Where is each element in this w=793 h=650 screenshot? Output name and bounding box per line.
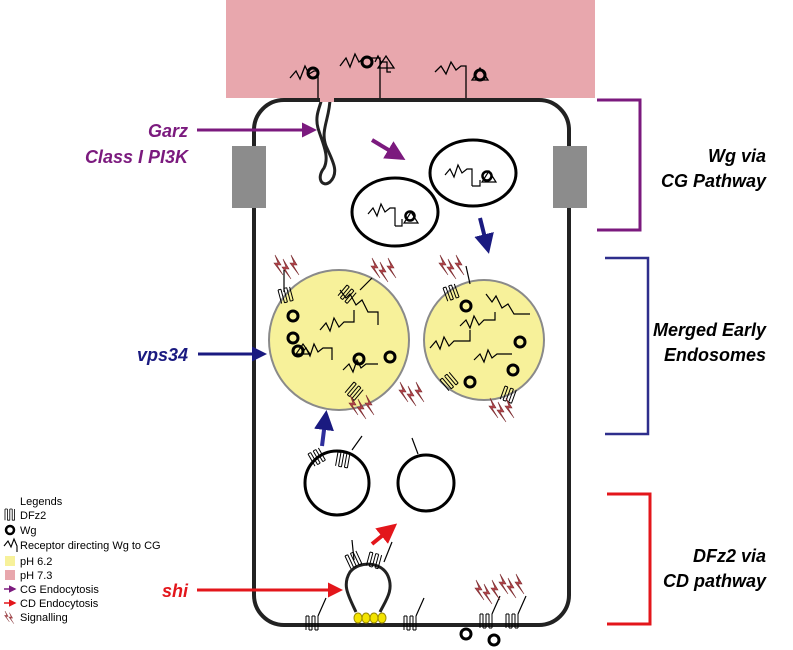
- legend-item-cg-endocytosis: CG Endocytosis: [20, 584, 99, 596]
- dfz2-pathway-label-2: CD pathway: [663, 571, 767, 591]
- cd-coated-pit: [344, 539, 393, 624]
- merged-ee-label-2: Endosomes: [664, 345, 766, 365]
- dfz2-cd-bracket: [607, 492, 652, 626]
- lightning-icon: [4, 610, 14, 624]
- cg-to-ee-arrow: [474, 217, 494, 254]
- dfz2-pathway-label-1: DFz2 via: [693, 546, 766, 566]
- wg-ring-icon: [4, 524, 16, 536]
- legend-item-ph73: pH 7.3: [20, 570, 52, 582]
- legend-item-dfz2: DFz2: [20, 510, 46, 522]
- cd-vesicle-1: [303, 435, 371, 517]
- right-junction: [553, 146, 587, 208]
- legend-item-wg: Wg: [20, 525, 37, 537]
- shi-label: shi: [162, 581, 189, 601]
- legend-item-ph62: pH 6.2: [20, 556, 52, 568]
- merged-ee-label-1: Merged Early: [653, 320, 767, 340]
- merged-ee-bracket: [605, 256, 650, 436]
- vps34-label: vps34: [137, 345, 188, 365]
- legend-item-cd-endocytosis: CD Endocytosis: [20, 598, 99, 610]
- cd-to-ee-arrow: [314, 410, 334, 447]
- left-junction: [232, 146, 266, 208]
- cd-arrow-up: [370, 523, 398, 546]
- yellow-swatch-icon: [5, 556, 15, 566]
- cg-vesicle-2: [350, 176, 440, 248]
- garz-label: Garz: [148, 121, 188, 141]
- dfz2-receptor-icon: [4, 508, 16, 521]
- wg-pathway-label-1: Wg via: [708, 146, 766, 166]
- wg-cg-bracket: [597, 98, 642, 232]
- legend-title: Legends: [20, 496, 63, 508]
- cg-invagination: [315, 95, 337, 186]
- cd-vesicle-2: [396, 437, 456, 513]
- legend: Legends DFz2 Wg Receptor directing Wg to…: [3, 496, 161, 624]
- class-pi3k-label: Class I PI3K: [85, 147, 190, 167]
- early-endosome-right: [399, 255, 545, 422]
- bottom-membrane-receptors: [305, 574, 527, 647]
- pink-swatch-icon: [5, 570, 15, 580]
- early-endosome-left: [268, 255, 410, 419]
- cg-receptor-icon: [3, 537, 18, 552]
- extracellular-ph73-region: [226, 0, 595, 98]
- wg-pathway-label-2: CG Pathway: [661, 171, 767, 191]
- cg-arrow-1: [370, 138, 406, 161]
- legend-item-cg-receptor: Receptor directing Wg to CG: [20, 540, 161, 552]
- legend-item-signalling: Signalling: [20, 612, 68, 624]
- cg-vesicle-1: [428, 138, 518, 208]
